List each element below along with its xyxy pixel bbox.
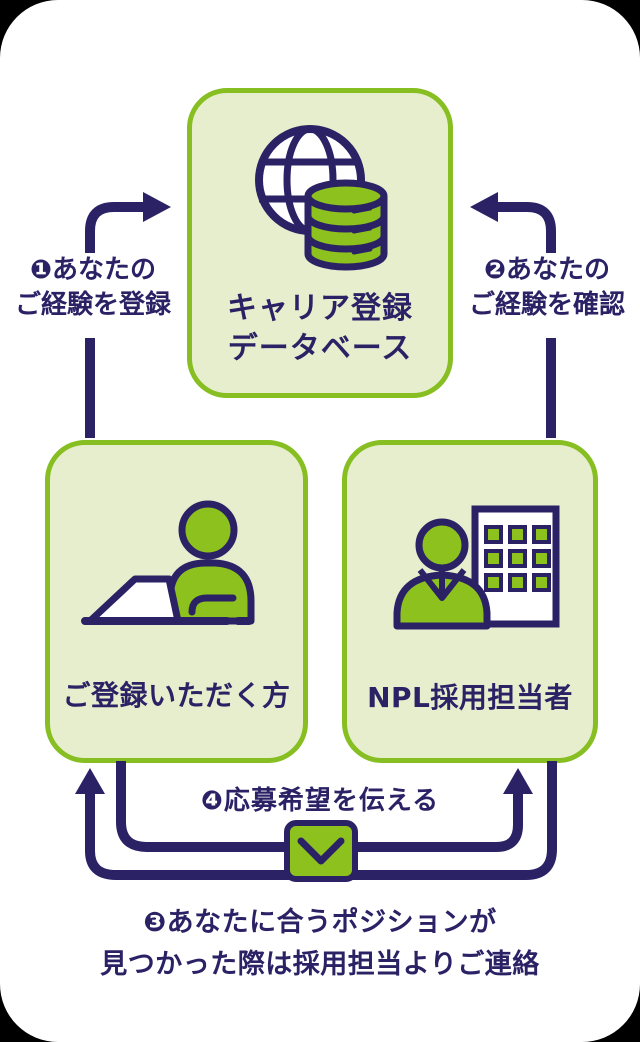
step4-apply-label: ❹応募希望を伝える <box>200 786 440 816</box>
step1-line2: ご経験を登録 <box>14 290 171 320</box>
person-building-icon <box>393 505 560 630</box>
step3-contact-label: ❸あなたに合うポジションが 見つかった際は採用担当よりご連絡 <box>0 902 640 986</box>
database-label-line1: キャリア登録 <box>227 291 413 326</box>
step3-line2: 見つかった際は採用担当よりご連絡 <box>100 949 540 980</box>
database-card-label: キャリア登録 データベース <box>192 289 448 369</box>
recruiter-card-label: NPL採用担当者 <box>367 681 573 714</box>
step3-line1: ❸あなたに合うポジションが <box>143 907 497 938</box>
envelope-icon <box>284 820 358 882</box>
arrow-confirm-icon <box>470 192 556 438</box>
registrant-card-label: ご登録いただく方 <box>62 679 291 712</box>
step2-line1: ❷あなたの <box>483 255 610 285</box>
step1-line1: ❶あなたの <box>29 255 156 285</box>
step2-line2: ご経験を確認 <box>468 290 625 320</box>
step2-confirm-label: ❷あなたの ご経験を確認 <box>459 253 635 323</box>
database-label-line2: データベース <box>227 331 413 366</box>
step1-register-label: ❶あなたの ご経験を登録 <box>5 253 181 323</box>
globe-database-icon <box>255 125 388 271</box>
arrow-register-icon <box>85 192 171 438</box>
person-laptop-icon <box>81 500 255 625</box>
